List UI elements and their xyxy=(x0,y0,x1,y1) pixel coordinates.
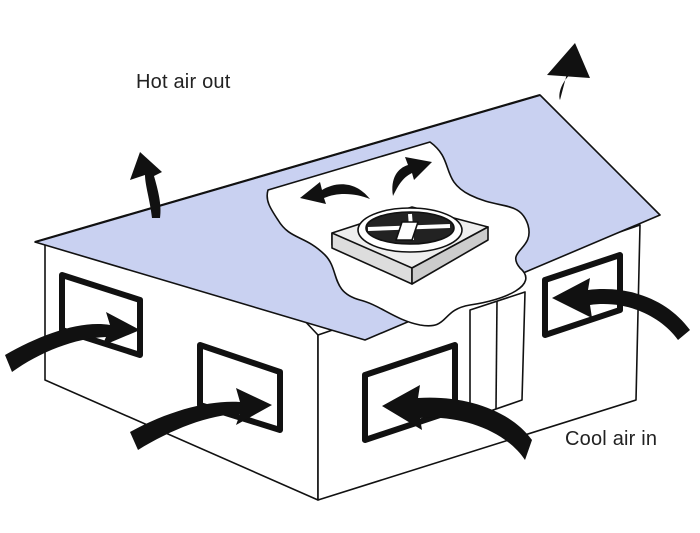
hot-air-label: Hot air out xyxy=(136,71,231,93)
airflow-arrow-icon xyxy=(300,182,370,204)
airflow-arrows xyxy=(5,43,690,460)
door xyxy=(469,291,526,419)
airflow-arrow-icon xyxy=(130,388,272,450)
airflow-arrow-icon xyxy=(547,43,590,100)
airflow-arrow-icon xyxy=(130,152,162,218)
roof-fan-icon xyxy=(331,206,489,285)
airflow-arrow-icon xyxy=(5,312,140,372)
airflow-arrow-icon xyxy=(552,278,690,340)
cool-air-label: Cool air in xyxy=(565,428,658,450)
airflow-arrow-icon xyxy=(382,385,532,460)
airflow-arrow-icon xyxy=(392,157,432,196)
